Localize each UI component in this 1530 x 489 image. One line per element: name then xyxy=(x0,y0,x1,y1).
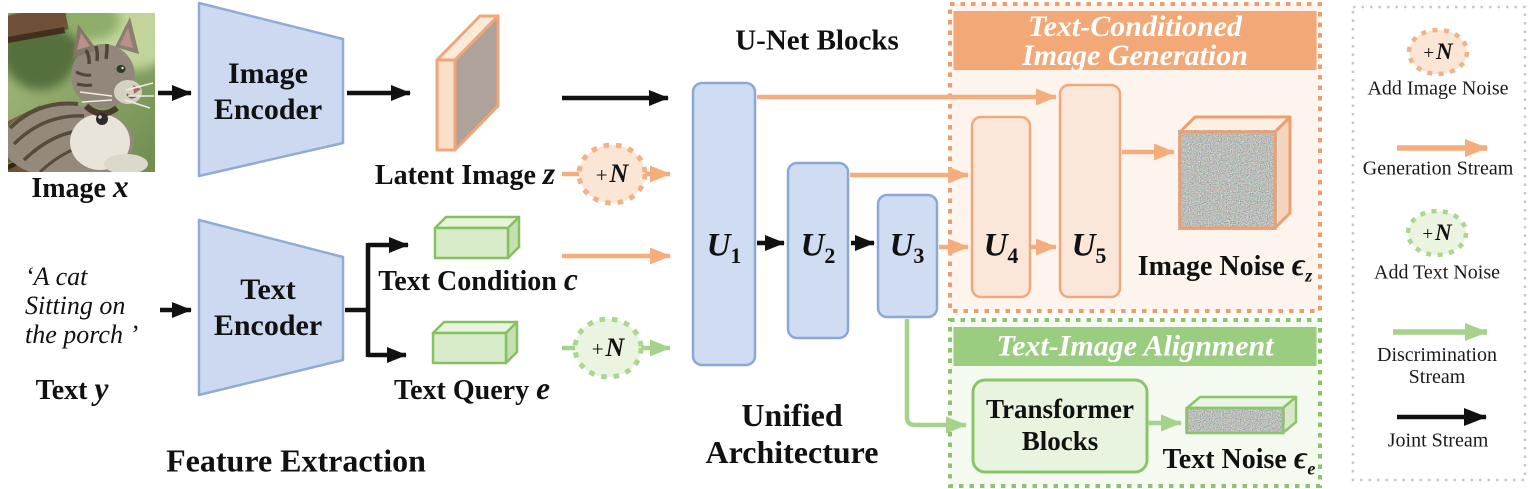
text-encoder-shape xyxy=(197,218,345,397)
legend-discrimination-stream: Discrimination Stream xyxy=(1377,344,1497,388)
image-encoder-shape xyxy=(197,1,345,178)
legend-box xyxy=(1351,5,1527,482)
transformer-blocks-label: Transformer Blocks xyxy=(986,394,1134,456)
legend-text-noise-text: +N xyxy=(1422,220,1452,245)
legend-text-noise-badge xyxy=(1405,208,1469,258)
unified-architecture-title: Unified Architecture xyxy=(705,397,879,470)
add-image-noise-text: +N xyxy=(595,159,629,188)
text-noise-bar xyxy=(1185,395,1298,435)
generation-region-title: Text-Conditioned Image Generation xyxy=(1022,10,1248,72)
legend-generation-stream: Generation Stream xyxy=(1362,157,1514,180)
unet-blocks-shapes xyxy=(691,81,1122,367)
text-query-shape xyxy=(431,320,519,365)
transformer-blocks-shape xyxy=(971,378,1149,474)
generation-stream-arrows xyxy=(562,88,1488,265)
unet-block-u2-label: U2 xyxy=(800,227,836,269)
unet-block-u3-label: U3 xyxy=(889,227,925,269)
unet-block-u5-label: U5 xyxy=(1071,227,1107,269)
feature-extraction-title: Feature Extraction xyxy=(166,442,426,479)
legend-image-noise-badge xyxy=(1406,27,1470,77)
joint-stream-arrows xyxy=(158,85,1487,426)
unet-blocks-title: U-Net Blocks xyxy=(735,24,899,57)
unet-block-u4-label: U4 xyxy=(983,227,1019,269)
latent-image-shape xyxy=(435,14,500,152)
add-image-noise-badge xyxy=(576,142,648,206)
unet-block-u1-label: U1 xyxy=(706,227,742,269)
alignment-region-title: Text-Image Alignment xyxy=(996,329,1274,363)
legend-add-text-noise: Add Text Noise xyxy=(1374,261,1500,284)
add-text-noise-text: +N xyxy=(591,333,625,362)
text-prompt: ‘A cat Sitting on the porch ’ xyxy=(25,262,139,349)
cat-photo xyxy=(8,13,155,172)
text-condition-shape xyxy=(433,215,521,260)
image-noise-cube xyxy=(1178,115,1292,230)
image-encoder-label: Image Encoder xyxy=(213,57,323,126)
legend-image-noise-text: +N xyxy=(1423,39,1453,64)
text-encoder-label: Text Encoder xyxy=(213,273,323,342)
legend-add-image-noise: Add Image Noise xyxy=(1367,77,1509,100)
legend-joint-stream: Joint Stream xyxy=(1387,429,1489,452)
add-text-noise-badge xyxy=(572,316,644,380)
